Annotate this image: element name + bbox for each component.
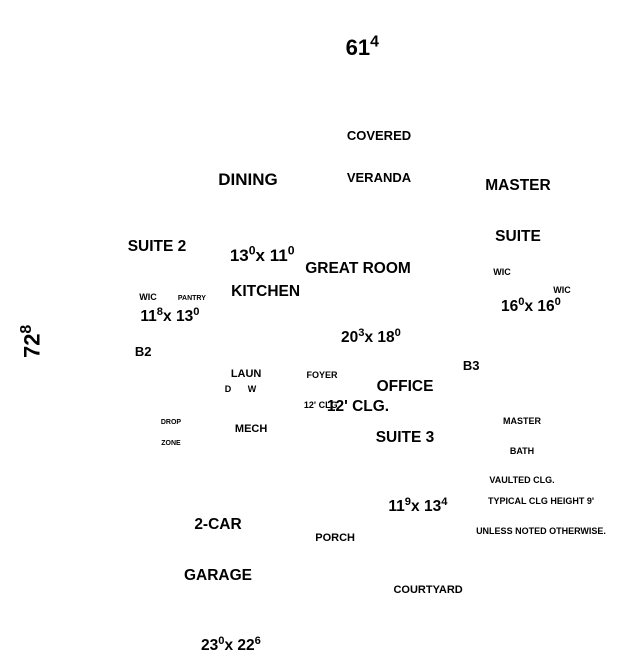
- appliance-label-washer: W: [247, 383, 257, 394]
- room-label-garage: 2-CAR GARAGE 230x 226: [183, 516, 261, 654]
- room-label-master-suite: MASTER SUITE 160x 160: [485, 177, 561, 315]
- room-label-foyer: FOYER 12' CLG.: [303, 370, 341, 410]
- room-label-office-suite-3: OFFICE SUITE 3 119x 134: [375, 378, 448, 515]
- room-label-porch: PORCH: [315, 531, 355, 544]
- room-label-covered-veranda: COVERED VERANDA: [346, 128, 412, 186]
- room-label-courtyard: COURTYARD: [393, 583, 463, 596]
- room-label-bath-2: B2: [134, 344, 152, 360]
- room-label-pantry: PANTRY: [177, 294, 206, 302]
- overall-width-dimension: 614: [345, 33, 379, 60]
- appliance-label-dryer: D: [224, 383, 232, 394]
- ceiling-height-note: TYPICAL CLG HEIGHT 9' UNLESS NOTED OTHER…: [476, 496, 606, 536]
- room-label-laundry: LAUN: [230, 367, 262, 380]
- room-label-drop-zone: DROP ZONE: [160, 419, 182, 447]
- room-label-wic-suite-2: WIC: [139, 291, 157, 302]
- room-label-master-bath: MASTER BATH VAULTED CLG.: [489, 416, 555, 485]
- room-label-bath-3: B3: [462, 358, 480, 374]
- room-label-mech: MECH: [234, 422, 268, 435]
- room-label-suite-2: SUITE 2 118x 130: [127, 238, 200, 326]
- room-label-wic-master-1: WIC: [493, 266, 511, 277]
- room-label-wic-master-2: WIC: [553, 284, 571, 295]
- overall-height-dimension: 728: [17, 324, 45, 359]
- room-label-great-room: GREAT ROOM 203x 180 12' CLG.: [305, 260, 411, 416]
- room-label-dining: DINING 130x 110: [218, 169, 295, 266]
- room-label-kitchen: KITCHEN: [231, 282, 301, 300]
